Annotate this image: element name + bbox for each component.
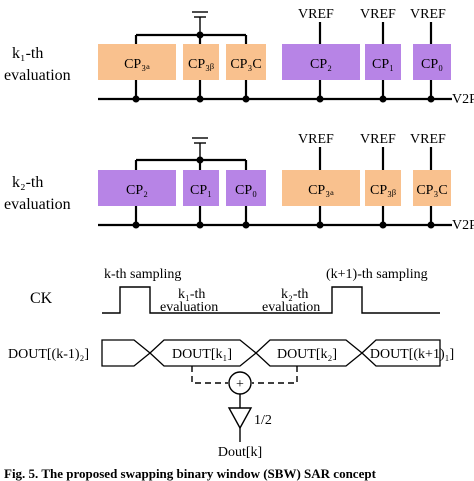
dout-k2-label: DOUT[k₂] bbox=[277, 347, 337, 362]
k2-eval-label: k₂-th bbox=[281, 287, 308, 302]
svg-text:CP₂: CP₂ bbox=[310, 57, 332, 72]
row1-cp3b bbox=[183, 44, 219, 80]
svg-text:CP₃ₐ: CP₃ₐ bbox=[308, 183, 334, 198]
row2-cp1 bbox=[183, 170, 219, 206]
svg-text:CP₀: CP₀ bbox=[421, 57, 443, 72]
row2-cp2 bbox=[98, 170, 176, 206]
row1-cp2 bbox=[282, 44, 360, 80]
dout-output-label: Dout[k] bbox=[218, 445, 262, 460]
svg-text:CP₃C: CP₃C bbox=[230, 57, 261, 72]
row1-vref-label-3: VREF bbox=[410, 7, 446, 22]
row1-cp0 bbox=[413, 44, 451, 80]
ck-label: CK bbox=[30, 290, 53, 307]
k-sampling-label: k-th sampling bbox=[104, 267, 181, 282]
svg-text:CP₃C: CP₃C bbox=[416, 183, 447, 198]
row1-eval-label: k₁-th bbox=[12, 45, 43, 62]
svg-text:CP₃ₐ: CP₃ₐ bbox=[124, 57, 150, 72]
row2-cp3b bbox=[365, 170, 401, 206]
svg-text:CP₁: CP₁ bbox=[372, 57, 394, 72]
row1-eval-label-2: evaluation bbox=[4, 67, 71, 84]
dout-prev-segment bbox=[101, 339, 152, 367]
row2-vref-label-2: VREF bbox=[360, 132, 396, 147]
k2-eval-label-2: evaluation bbox=[262, 300, 320, 315]
half-gain-icon bbox=[227, 407, 253, 430]
svg-text:CP₂: CP₂ bbox=[126, 183, 148, 198]
row2-cp3a bbox=[282, 170, 360, 206]
dout-k1-label: DOUT[k₁] bbox=[172, 347, 232, 362]
row2-cp3c bbox=[413, 170, 451, 206]
svg-text:CP₃ᵦ: CP₃ᵦ bbox=[370, 183, 396, 198]
row1-cp3a bbox=[98, 44, 176, 80]
dout-prev-label: DOUT[(k-1)₂] bbox=[8, 347, 89, 362]
adder-symbol: + bbox=[236, 377, 244, 392]
figure-caption: Fig. 5. The proposed swapping binary win… bbox=[4, 466, 377, 481]
row2-v2p-label: V2P bbox=[452, 218, 474, 233]
half-gain-label: 1/2 bbox=[254, 413, 272, 428]
row1-v2p-label: V2P bbox=[452, 92, 474, 107]
row1-vref-label-1: VREF bbox=[298, 7, 334, 22]
row1-vref-label-2: VREF bbox=[360, 7, 396, 22]
k-plus-1-sampling-label: (k+1)-th sampling bbox=[326, 267, 428, 282]
dout-next-segment bbox=[361, 339, 441, 367]
row1-cp1 bbox=[365, 44, 401, 80]
svg-text:CP₃ᵦ: CP₃ᵦ bbox=[188, 57, 214, 72]
row2-vref-label-3: VREF bbox=[410, 132, 446, 147]
row1-capacitor-array: k₁-th evaluation VREF VREF VREF CP₃ₐ CP₃… bbox=[4, 7, 474, 107]
k1-eval-label-2: evaluation bbox=[160, 300, 218, 315]
svg-text:CP₀: CP₀ bbox=[235, 183, 257, 198]
svg-text:CP₁: CP₁ bbox=[190, 183, 212, 198]
row2-vref-label-1: VREF bbox=[298, 132, 334, 147]
dout-next-label: DOUT[(k+1)₁] bbox=[370, 347, 454, 362]
row2-eval-label-2: evaluation bbox=[4, 196, 71, 213]
k1-eval-label: k₁-th bbox=[178, 287, 205, 302]
ck-waveform bbox=[102, 286, 440, 314]
row2-capacitor-array: k₂-th evaluation VREF VREF VREF CP₂ CP₁ … bbox=[4, 132, 474, 233]
timing-diagram: k-th sampling (k+1)-th sampling CK k₁-th… bbox=[8, 267, 454, 460]
row2-eval-label: k₂-th bbox=[12, 174, 43, 191]
row2-cp0 bbox=[226, 170, 266, 206]
row1-cp3c bbox=[226, 44, 266, 80]
